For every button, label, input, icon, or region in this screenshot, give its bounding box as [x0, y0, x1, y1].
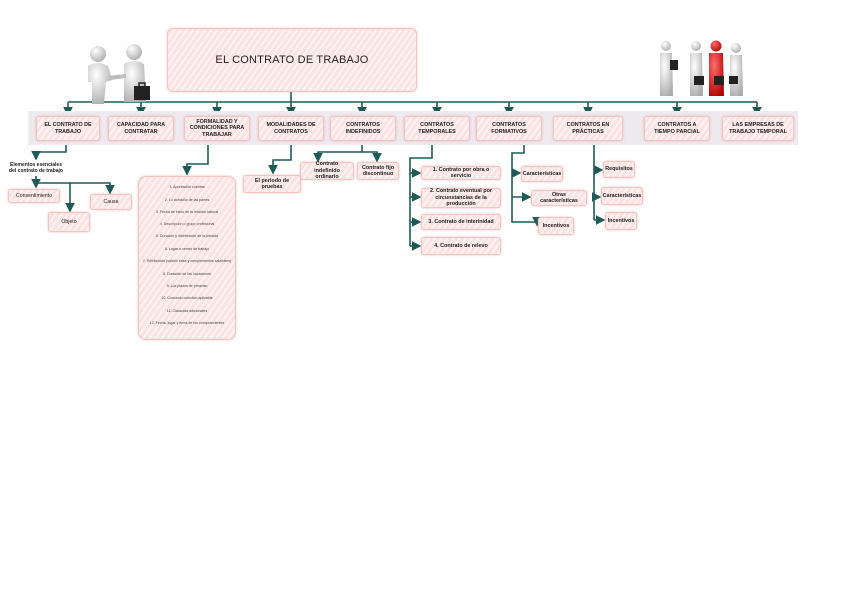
list-item: 12. Fecha, lugar y firma de los comparec… [149, 321, 225, 325]
elemento-causa: Causa [90, 194, 132, 210]
list-item: 7. Retribución (salario base y complemen… [142, 259, 232, 263]
list-item: 10. Convenio colectivo aplicable [161, 296, 213, 300]
node-eventual: 2. Contrato eventual por circunstancias … [421, 188, 501, 208]
list-item: 8. Duración de las vacaciones [163, 272, 211, 276]
node-formativos-incentivos: Incentivos [538, 217, 574, 235]
node-indefinido-ordinario: Contrato indefinido ordinario [300, 161, 354, 180]
node-ett: LAS EMPRESAS DE TRABAJO TEMPORAL [722, 116, 794, 141]
node-practicas-caracteristicas: Características [601, 187, 643, 205]
list-item: 2. Lo domicilio de las partes [164, 198, 210, 202]
node-formalidad: FORMALIDAD Y CONDICIONES PARA TRABAJAR [184, 116, 250, 141]
node-practicas-incentivos: Incentivos [605, 212, 637, 230]
list-item: 4. Descripción o grupo profesional [159, 222, 215, 226]
node-practicas: CONTRATOS EN PRÁCTICAS [553, 116, 623, 141]
list-item: 6. Lugar o centro de trabajo [164, 247, 210, 251]
node-tiempo-parcial: CONTRATOS A TIEMPO PARCIAL [644, 116, 710, 141]
node-relevo: 4. Contrato de relevo [421, 237, 501, 255]
handshake-figures-icon [88, 44, 150, 104]
node-formativos-otras: Otras características [531, 190, 587, 206]
business-team-icon [660, 40, 743, 96]
node-el-contrato: EL CONTRATO DE TRABAJO [36, 116, 100, 141]
list-item: 1. Apuntación cuentas [169, 185, 205, 189]
node-modalidades: MODALIDADES DE CONTRATOS [258, 116, 324, 141]
node-indefinidos: CONTRATOS INDEFINIDOS [330, 116, 396, 141]
list-item: 5. Duración y distribución de la jornada [155, 234, 219, 238]
list-item: 9. Los plazos de preaviso [166, 284, 208, 288]
page-title: EL CONTRATO DE TRABAJO [167, 28, 417, 92]
node-interinidad: 3. Contrato de interinidad [421, 214, 501, 230]
elementos-heading: Elementos esenciales del contrato de tra… [9, 161, 63, 174]
node-capacidad: CAPACIDAD PARA CONTRATAR [108, 116, 174, 141]
elemento-objeto: Objeto [48, 212, 90, 232]
formalidad-list: 1. Apuntación cuentas 2. Lo domicilio de… [138, 176, 236, 340]
node-obra-servicio: 1. Contrato por obra o servicio [421, 166, 501, 180]
node-fijo-discontinuo: Contrato fijo discontinuo [357, 162, 399, 180]
list-item: 11. Cláusulas adicionales [166, 309, 208, 313]
node-formativos-caracteristicas: Características [521, 166, 563, 182]
list-item: 3. Fecha de inicio de la relación labora… [155, 210, 219, 214]
node-formativos: CONTRATOS FORMATIVOS [476, 116, 542, 141]
node-practicas-requisitos: Requisitos [603, 161, 635, 178]
node-temporales: CONTRATOS TEMPORALES [404, 116, 470, 141]
node-periodo-pruebas: El periodo de pruebas [243, 175, 301, 193]
elemento-consentimiento: Consentimiento [8, 189, 60, 203]
